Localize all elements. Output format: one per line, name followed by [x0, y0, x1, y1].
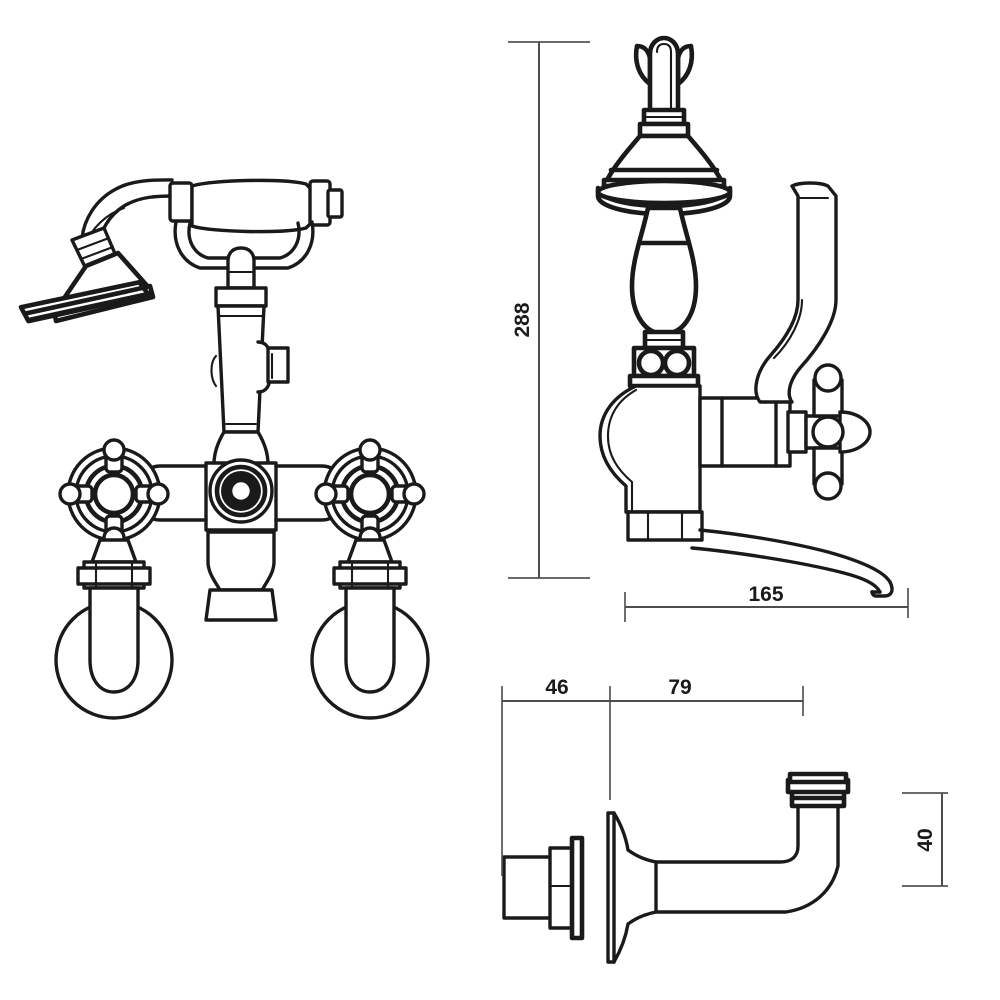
- outlet-tailpiece: [502, 835, 585, 941]
- central-valve-body: [204, 430, 278, 622]
- dimension-165: [624, 588, 909, 622]
- outlet-nozzle-rings: [785, 771, 851, 809]
- riser-body: [210, 286, 290, 434]
- handset-crown: [633, 35, 695, 115]
- dimension-label-40: 40: [914, 828, 937, 851]
- dimension-label-79: 79: [668, 676, 691, 699]
- handset-bulb-body: [629, 205, 699, 351]
- riser-top-post: [226, 246, 256, 290]
- view-front-elevation: [18, 178, 430, 720]
- dimension-288: [508, 41, 590, 579]
- handset-mount-bracket: [627, 345, 701, 389]
- handset-collar: [637, 107, 691, 139]
- shower-head-rose: [18, 226, 156, 324]
- left-cross-handle-assembly: [54, 438, 208, 720]
- dimension-label-46: 46: [545, 676, 568, 699]
- dimension-40: [902, 792, 948, 887]
- dimension-46-79: [501, 686, 804, 876]
- valve-body-side: [598, 181, 894, 598]
- right-cross-handle-assembly: [274, 438, 430, 720]
- handset-rose-bell: [595, 133, 733, 217]
- shower-handset-grip: [168, 178, 344, 234]
- view-side-elevation: 288 165: [508, 35, 909, 622]
- outlet-elbow: [654, 804, 840, 914]
- dimension-label-288: 288: [511, 302, 534, 337]
- view-spout-detail: 46 79 40: [501, 676, 948, 964]
- outlet-wall-flange: [606, 811, 658, 964]
- dimension-label-165: 165: [748, 583, 783, 606]
